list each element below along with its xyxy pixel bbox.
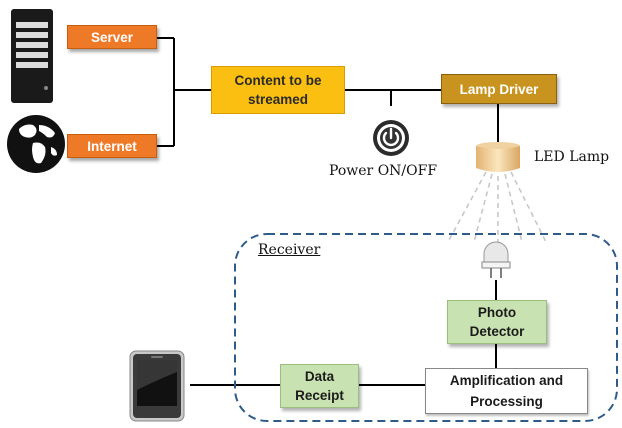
led-lamp-label: LED Lamp [534,149,610,165]
photo-detector-box: Photo Detector [447,300,547,344]
data-receipt-box: Data Receipt [280,364,359,408]
data-label-line2: Receipt [295,388,344,403]
led-lamp-icon [476,142,520,172]
server-tower-icon [11,9,53,103]
data-label-line1: Data [304,369,335,384]
globe-icon [7,115,65,173]
power-button-icon [373,120,409,156]
amplification-processing-box: Amplification and Processing [425,368,588,414]
photo-label-line1: Photo [477,305,517,320]
content-to-be-streamed-box: Content to be streamed [211,66,345,114]
internet-label: Internet [67,134,157,158]
photo-label-line2: Detector [469,324,525,339]
server-label: Server [67,25,157,49]
power-label: Power ON/OFF [329,163,438,179]
amp-label-line2: Processing [470,394,543,409]
lamp-driver-box: Lamp Driver [441,74,557,104]
content-label-line1: Content to be [234,73,322,88]
photodetector-icon [481,241,511,278]
amp-label-line1: Amplification and [449,373,564,388]
content-label-line2: streamed [247,92,309,107]
receiver-label: Receiver [258,242,321,258]
smartphone-icon [129,350,185,422]
